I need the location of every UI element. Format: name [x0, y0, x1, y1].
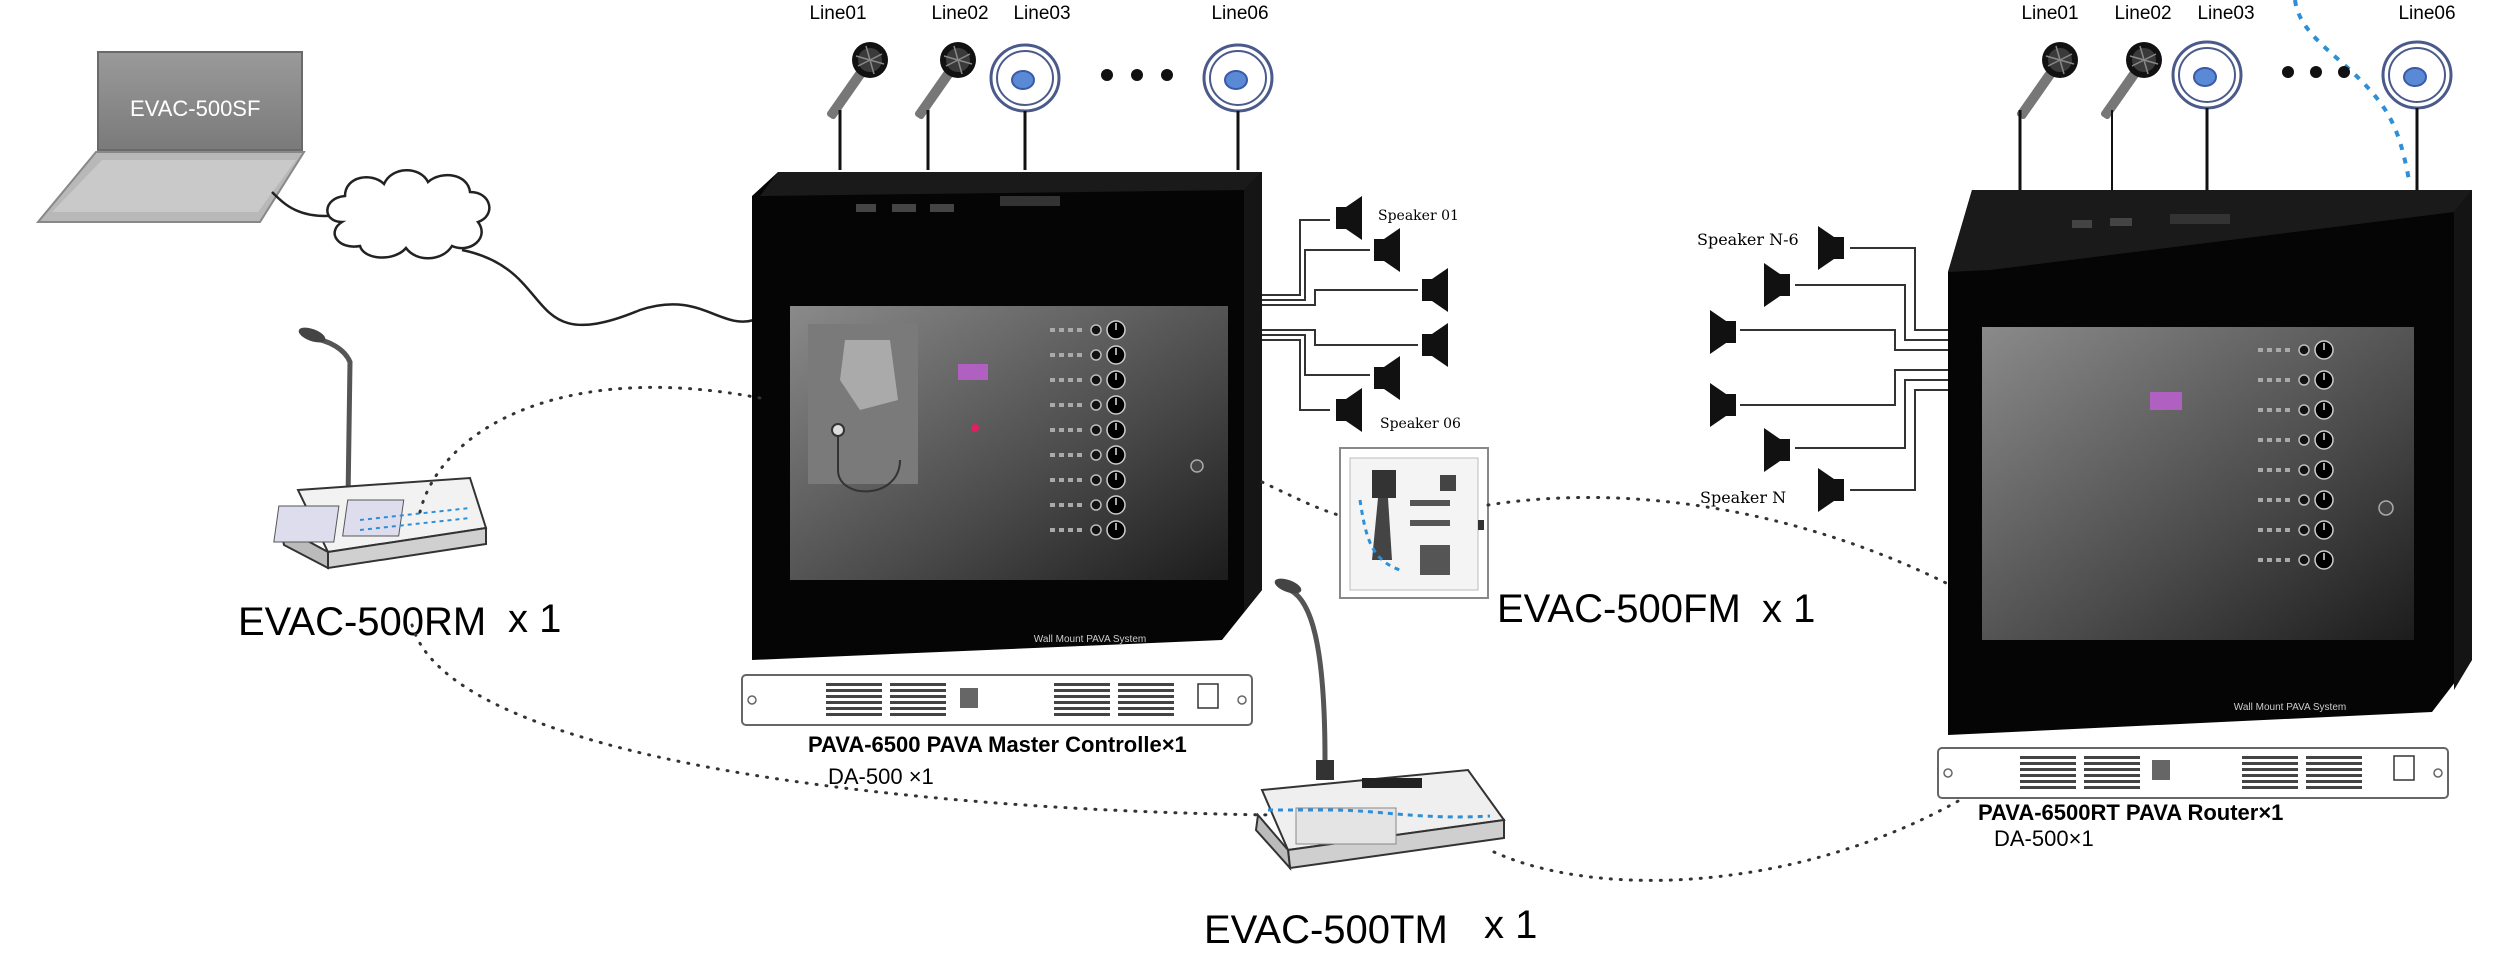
master-speaker-last-label: Speaker 06: [1380, 416, 1461, 432]
router-panel-title: Wall Mount PAVA System: [2234, 702, 2346, 713]
master-panel-title: Wall Mount PAVA System: [1034, 634, 1146, 645]
master-line06-label: Line06: [1211, 3, 1268, 24]
speaker-icon-master-06: [1336, 388, 1362, 432]
blue-dotted-link: [2293, 0, 2412, 186]
speaker-icon-router-06: [1818, 468, 1844, 512]
master-cabinet: [752, 172, 1262, 660]
router-speaker-first-label: Speaker N-6: [1697, 230, 1799, 249]
dotted-network-links: [410, 385, 1962, 882]
master-line03-label: Line03: [1013, 3, 1070, 24]
master-amplifier-rack: [741, 674, 1253, 726]
laptop-icon: [35, 51, 306, 223]
tm-qty-label: x 1: [1484, 903, 1537, 947]
router-line03-label: Line03: [2197, 3, 2254, 24]
speaker-icon-master-01: [1336, 196, 1362, 240]
speaker-icon-router-02: [1764, 263, 1790, 307]
speaker-icon-router-01: [1818, 226, 1844, 270]
master-speaker-wiring: [1262, 219, 1418, 411]
speaker-icon-master-02: [1374, 228, 1400, 272]
router-line01-label: Line01: [2021, 3, 2078, 24]
router-speaker-wiring: [1740, 247, 1948, 491]
ceiling-speaker-icon-line06: [1202, 43, 1274, 113]
ceiling-speaker-icon-router-line03: [2171, 40, 2243, 110]
master-mics-and-speakers: [825, 41, 1274, 170]
speaker-icon-master-03: [1422, 268, 1448, 312]
fm-qty-label: x 1: [1762, 587, 1815, 631]
speaker-icon-router-03: [1710, 310, 1736, 354]
fm-model-label: EVAC-500FM: [1497, 587, 1741, 631]
router-cabinet: [1948, 190, 2472, 735]
master-controller-label: PAVA-6500 PAVA Master Controlle×1: [808, 732, 1187, 757]
fire-microphone-unit: [1339, 447, 1489, 599]
ceiling-speaker-icon-line03: [989, 43, 1061, 113]
mic-icon-line01: [825, 41, 889, 121]
speaker-icon-master-05: [1374, 356, 1400, 400]
router-speaker-last-label: Speaker N: [1700, 488, 1786, 507]
router-amp-label: DA-500×1: [1994, 826, 2094, 851]
master-speaker-first-label: Speaker 01: [1378, 208, 1459, 224]
master-line01-label: Line01: [809, 3, 866, 24]
rm-model-label: EVAC-500RM: [238, 600, 486, 644]
router-amplifier-rack: [1937, 747, 2449, 799]
ceiling-speaker-icon-router-line06: [2381, 40, 2453, 110]
remote-microphone-console: [273, 327, 488, 570]
router-mics-and-speakers: [2015, 40, 2453, 190]
laptop-label: EVAC-500SF: [130, 96, 260, 121]
master-line02-label: Line02: [931, 3, 988, 24]
router-line02-label: Line02: [2114, 3, 2171, 24]
router-controller-label: PAVA-6500RT PAVA Router×1: [1978, 800, 2283, 825]
mic-icon-router-line02: [2099, 41, 2163, 121]
speaker-icon-router-05: [1764, 428, 1790, 472]
table-microphone-console: [1254, 578, 1506, 871]
network-cloud-icon: [326, 169, 491, 260]
speaker-icon-router-04: [1710, 383, 1736, 427]
tm-model-label: EVAC-500TM: [1204, 908, 1448, 952]
rm-qty-label: x 1: [508, 597, 561, 641]
mic-icon-router-line01: [2015, 41, 2079, 121]
router-line06-label: Line06: [2398, 3, 2455, 24]
master-amp-label: DA-500 ×1: [828, 764, 934, 789]
speaker-icon-master-04: [1422, 323, 1448, 367]
mic-icon-line02: [913, 41, 977, 121]
